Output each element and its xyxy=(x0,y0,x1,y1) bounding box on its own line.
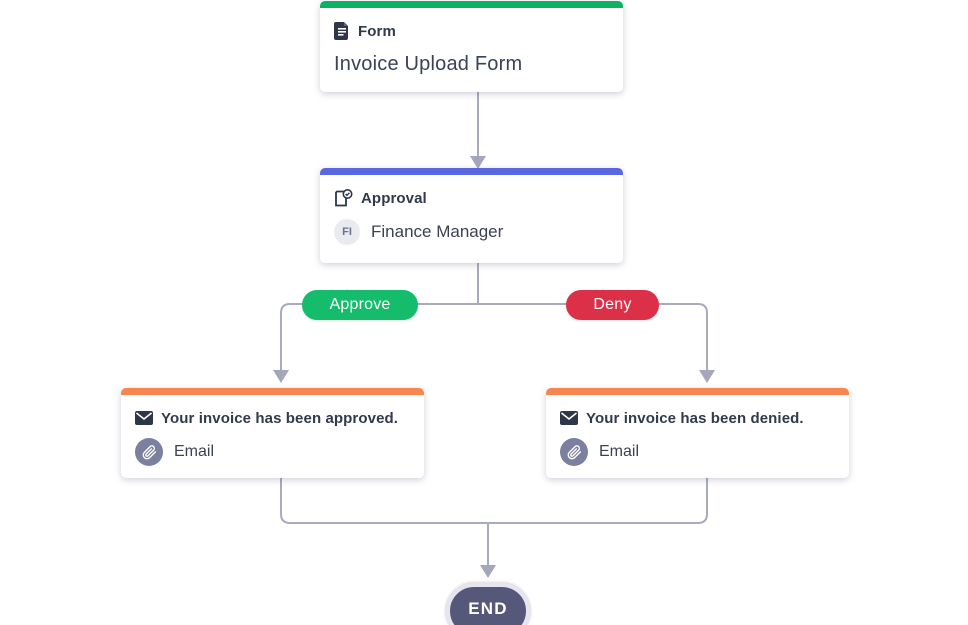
form-node-title: Invoice Upload Form xyxy=(334,53,523,75)
paperclip-icon xyxy=(560,438,588,466)
connector-merge-right xyxy=(488,478,708,524)
deny-branch-pill[interactable]: Deny xyxy=(566,290,659,320)
form-node-accent-bar xyxy=(320,1,623,8)
approve-branch-pill[interactable]: Approve xyxy=(302,290,418,320)
form-node[interactable]: Form Invoice Upload Form xyxy=(320,1,623,92)
email-denied-node[interactable]: Your invoice has been denied. Email xyxy=(546,388,849,478)
connector-merge-left xyxy=(280,478,488,524)
email-denied-subject: Your invoice has been denied. xyxy=(586,409,804,427)
connector-branch-left xyxy=(280,303,478,371)
envelope-icon xyxy=(560,411,578,425)
approval-node[interactable]: Approval FI Finance Manager xyxy=(320,168,623,263)
email-approved-channel: Email xyxy=(174,443,215,460)
email-approved-accent-bar xyxy=(121,388,424,395)
assignee-initials: FI xyxy=(342,226,352,238)
envelope-icon xyxy=(135,411,153,425)
connector-branch-right xyxy=(478,303,708,371)
approval-node-type-label: Approval xyxy=(361,189,427,207)
approval-document-check-icon xyxy=(334,188,353,208)
arrowhead-to-approval xyxy=(470,156,486,169)
form-node-type-label: Form xyxy=(358,22,396,40)
arrowhead-to-email-approved xyxy=(273,370,289,383)
email-denied-accent-bar xyxy=(546,388,849,395)
arrowhead-to-end xyxy=(480,565,496,578)
arrowhead-to-email-denied xyxy=(699,370,715,383)
end-node[interactable]: END xyxy=(446,583,530,625)
end-node-label: END xyxy=(468,599,508,618)
approval-node-accent-bar xyxy=(320,168,623,175)
deny-branch-label: Deny xyxy=(593,296,632,313)
email-denied-channel: Email xyxy=(599,443,640,460)
assignee-name: Finance Manager xyxy=(371,222,504,241)
email-approved-node[interactable]: Your invoice has been approved. Email xyxy=(121,388,424,478)
email-approved-subject: Your invoice has been approved. xyxy=(161,409,399,427)
approve-branch-label: Approve xyxy=(329,296,391,313)
assignee-avatar: FI xyxy=(334,219,360,245)
document-icon xyxy=(334,22,350,40)
paperclip-icon xyxy=(135,438,163,466)
